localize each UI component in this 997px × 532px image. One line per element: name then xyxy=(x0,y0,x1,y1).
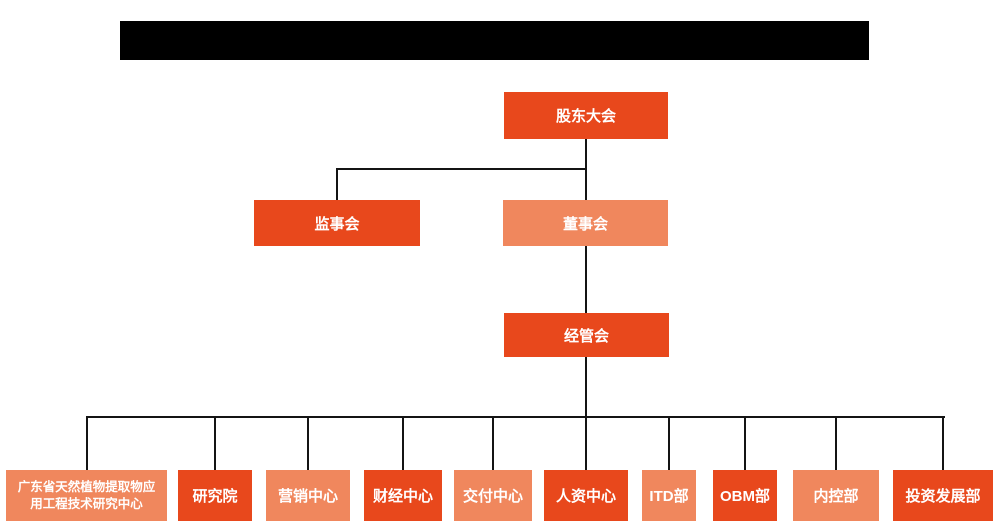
dept-node-investment-development: 投资发展部 xyxy=(893,470,993,521)
connector-management-down xyxy=(585,357,587,418)
connector-supervisory-drop xyxy=(336,168,338,200)
org-node-management-committee: 经管会 xyxy=(504,313,669,357)
connector-drop-5 xyxy=(492,416,494,470)
dept-node-itd: ITD部 xyxy=(642,470,696,521)
connector-drop-1 xyxy=(86,416,88,470)
connector-drop-4 xyxy=(402,416,404,470)
connector-drop-6 xyxy=(585,416,587,470)
dept-node-marketing-center: 营销中心 xyxy=(266,470,350,521)
dept-node-research-center: 广东省天然植物提取物应 用工程技术研究中心 xyxy=(6,470,167,521)
redacted-title-bar xyxy=(120,21,869,60)
dept-node-hr-center: 人资中心 xyxy=(544,470,628,521)
connector-drop-2 xyxy=(214,416,216,470)
connector-drop-10 xyxy=(942,416,944,470)
connector-branch-horizontal xyxy=(336,168,587,170)
connector-drop-8 xyxy=(744,416,746,470)
org-node-shareholders-meeting: 股东大会 xyxy=(504,92,668,139)
dept-node-internal-control: 内控部 xyxy=(793,470,879,521)
connector-drop-3 xyxy=(307,416,309,470)
connector-drop-7 xyxy=(668,416,670,470)
connector-board-to-management xyxy=(585,246,587,313)
org-node-board-of-directors: 董事会 xyxy=(503,200,668,246)
org-node-supervisory-board: 监事会 xyxy=(254,200,420,246)
dept-node-finance-center: 财经中心 xyxy=(364,470,442,521)
connector-drop-9 xyxy=(835,416,837,470)
dept-node-obm: OBM部 xyxy=(713,470,777,521)
connector-bus-horizontal xyxy=(86,416,945,418)
dept-node-research-institute: 研究院 xyxy=(178,470,252,521)
dept-node-delivery-center: 交付中心 xyxy=(454,470,532,521)
